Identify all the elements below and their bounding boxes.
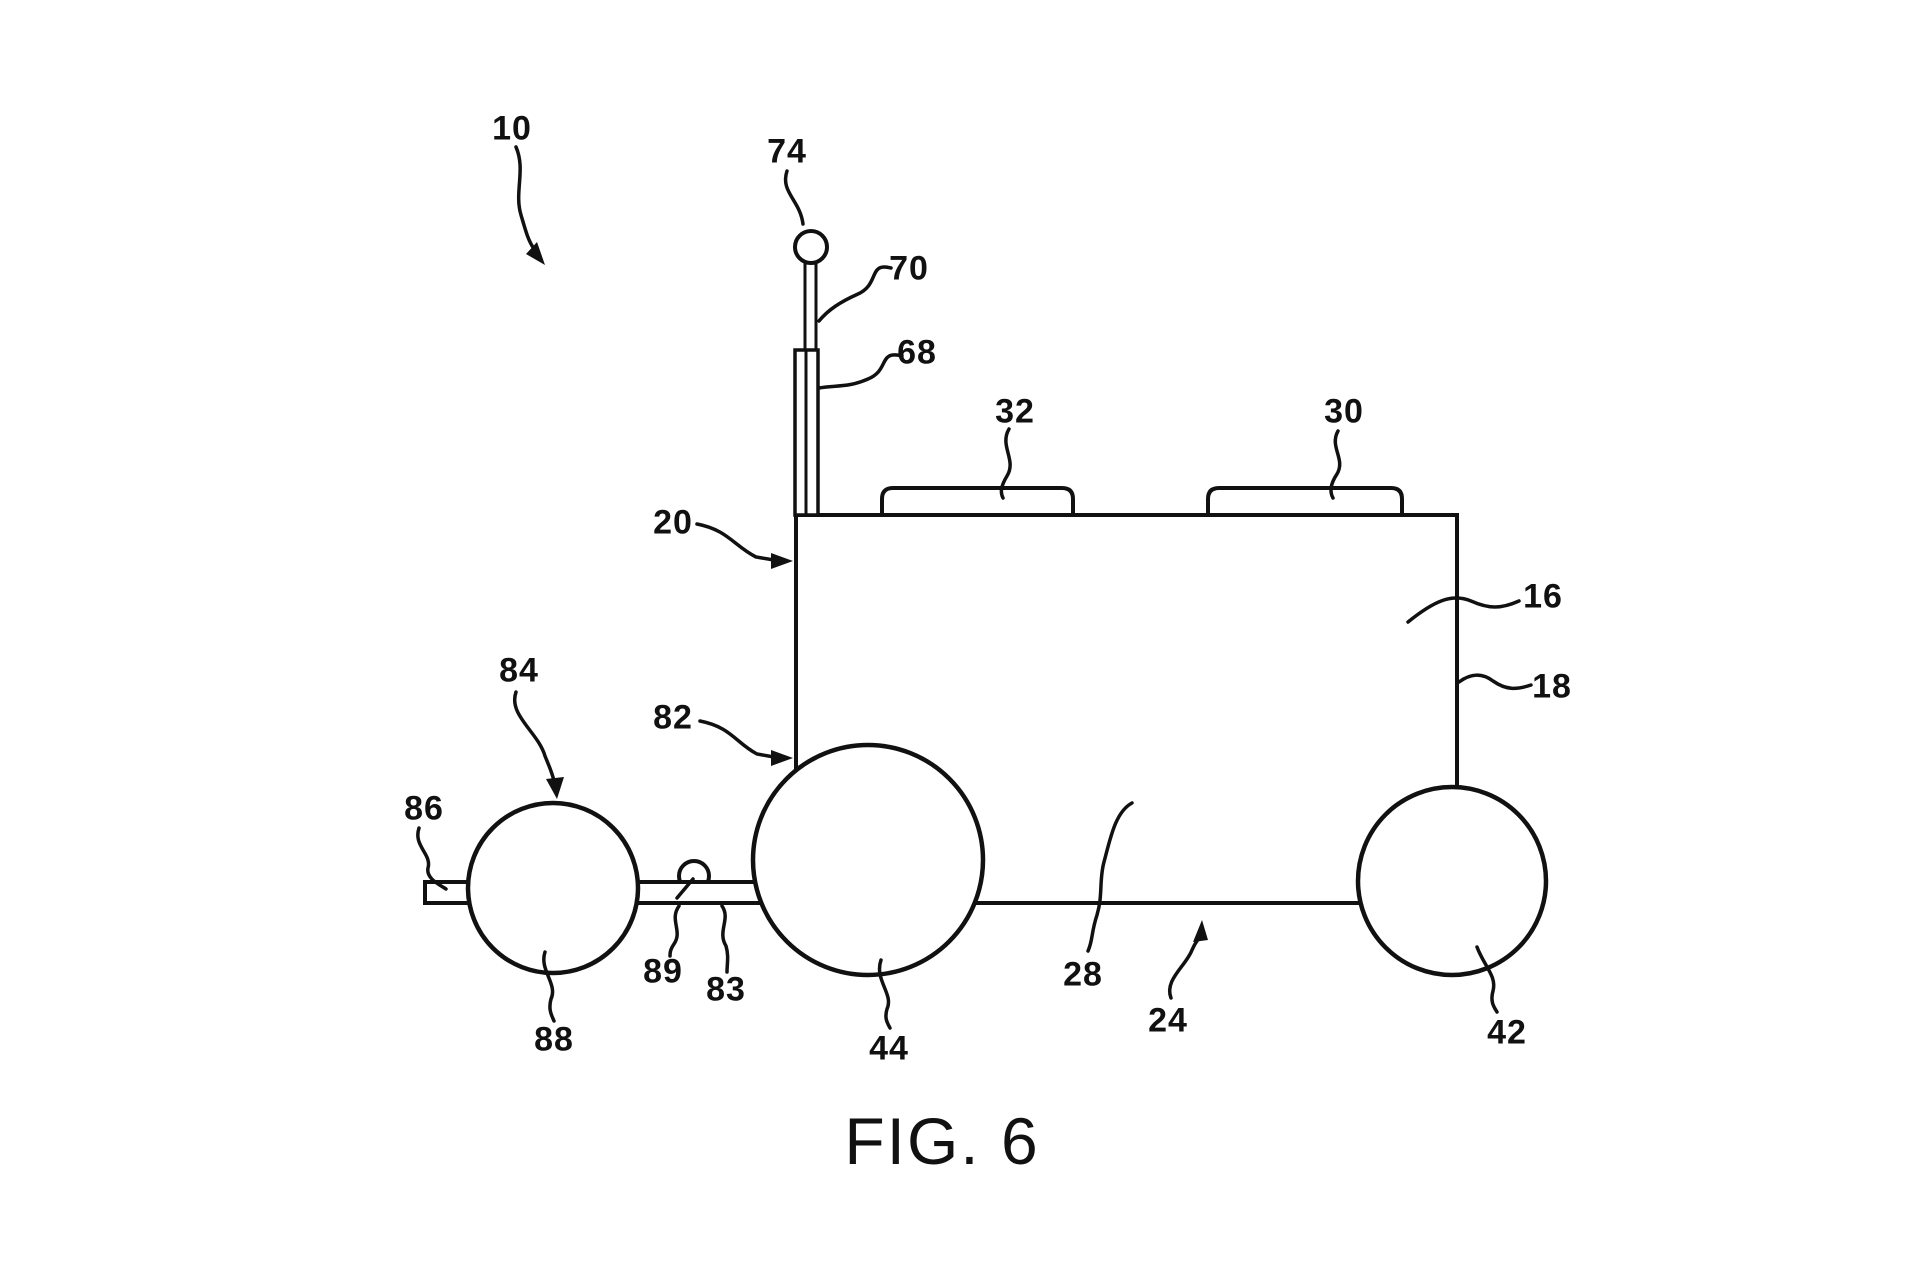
ref-label-89: 89 (643, 952, 683, 991)
arrowhead-10 (526, 242, 545, 265)
ref-label-20: 20 (653, 503, 693, 542)
leader-89 (668, 904, 681, 958)
arrowhead-24 (1193, 920, 1208, 942)
ref-label-84: 84 (499, 651, 539, 690)
ref-label-83: 83 (706, 970, 746, 1009)
leader-74 (783, 169, 805, 226)
leader-10 (514, 145, 536, 251)
ref-label-24: 24 (1148, 1001, 1188, 1040)
rear-wheel-circle (1355, 784, 1549, 978)
leader-70 (817, 265, 893, 323)
ref-label-86: 86 (404, 789, 444, 828)
ref-label-18: 18 (1532, 667, 1572, 706)
ref-label-32: 32 (995, 392, 1035, 431)
ref-label-82: 82 (653, 698, 693, 737)
ref-label-44: 44 (869, 1029, 909, 1068)
leader-28 (1086, 801, 1134, 953)
antenna-ball (793, 229, 829, 265)
ref-label-30: 30 (1324, 392, 1364, 431)
ref-label-10: 10 (492, 109, 532, 148)
pivot-kink-line (675, 877, 695, 900)
ref-label-28: 28 (1063, 955, 1103, 994)
arrowheads (526, 242, 1208, 942)
front-wheel-circle (750, 742, 986, 978)
ref-label-68: 68 (897, 333, 937, 372)
leader-42 (1475, 945, 1499, 1014)
leader-88 (542, 950, 556, 1023)
leader-18 (1457, 673, 1533, 691)
arrowhead-20 (771, 553, 793, 569)
ref-label-16: 16 (1523, 577, 1563, 616)
leader-84 (512, 690, 556, 783)
figure-caption: FIG. 6 (844, 1104, 1040, 1178)
antenna-rod (803, 261, 818, 357)
vehicle-body-outline (794, 513, 1459, 905)
leader-82 (698, 719, 776, 759)
ref-label-74: 74 (767, 132, 807, 171)
left-wheel-circle (465, 800, 641, 976)
leader-86 (416, 826, 448, 891)
leader-30 (1329, 429, 1342, 500)
leader-24 (1167, 936, 1201, 1000)
arrowhead-82 (771, 750, 793, 766)
roof-module-32 (880, 486, 1075, 516)
ref-label-88: 88 (534, 1020, 574, 1059)
leader-32 (999, 427, 1012, 500)
leader-lines (416, 145, 1533, 1030)
roof-module-30 (1206, 486, 1404, 516)
leader-20 (695, 522, 776, 562)
ref-label-70: 70 (889, 249, 929, 288)
leader-16 (1406, 596, 1521, 624)
leader-44 (877, 958, 892, 1030)
arrowhead-84 (546, 777, 564, 799)
leader-83 (720, 904, 730, 974)
leader-68 (817, 353, 904, 390)
ref-label-42: 42 (1487, 1013, 1527, 1052)
